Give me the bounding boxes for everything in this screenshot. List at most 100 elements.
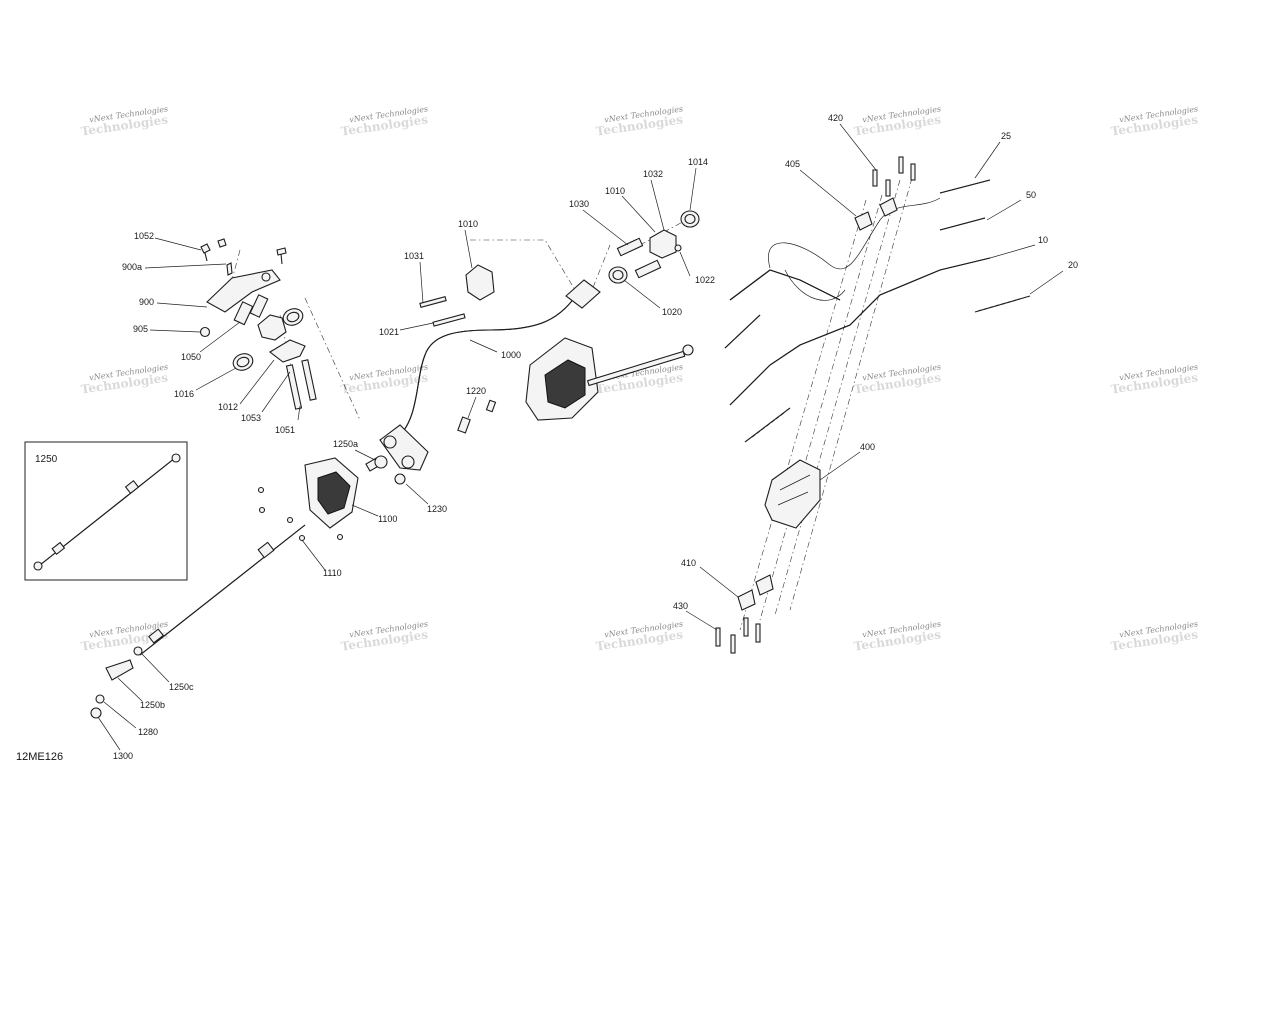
callout: 410: [681, 558, 696, 568]
nut: [261, 272, 271, 282]
screw-1110: [286, 516, 294, 524]
watermark: Technologies vNext Technologies: [340, 104, 429, 138]
inset-frame: [24, 441, 188, 581]
screw-1110: [257, 486, 265, 494]
bolt-1031: [419, 296, 447, 308]
sleeve-1050: [249, 294, 269, 318]
callout: 1220: [466, 386, 486, 396]
callout: 1014: [688, 157, 708, 167]
callout: 1022: [695, 275, 715, 285]
inset-1250: 1250: [24, 441, 188, 581]
screw: [276, 247, 287, 265]
nut-905: [199, 326, 211, 338]
callout: 1020: [662, 307, 682, 317]
watermark: Technologies vNext Technologies: [595, 619, 684, 653]
callout: 1230: [427, 504, 447, 514]
clamp-1032: [649, 229, 677, 259]
cover-1100-insert: [317, 471, 351, 515]
callout: 10: [1038, 235, 1048, 245]
bolt-430: [730, 634, 736, 654]
nut-1300: [90, 707, 102, 719]
bolt-1021: [432, 313, 466, 327]
callout: 1250c: [169, 682, 194, 692]
callout: 1012: [218, 402, 238, 412]
cable: [768, 197, 941, 270]
watermark: Technologies vNext Technologies: [80, 362, 169, 396]
callout: 1031: [404, 251, 424, 261]
watermark: Technologies vNext Technologies: [340, 619, 429, 653]
callout: 900a: [122, 262, 142, 272]
callout: 1052: [134, 231, 154, 241]
rod-boot: [257, 541, 275, 559]
clamp-410: [737, 589, 756, 611]
bolt-420: [872, 169, 878, 187]
watermark: Technologies vNext Technologies: [853, 619, 942, 653]
bolt-1052: [217, 238, 227, 248]
bolt-1051: [301, 359, 317, 401]
screw-1110: [298, 534, 306, 542]
callout: 1110: [323, 568, 342, 578]
nut-1250c: [133, 646, 143, 656]
leader-lines: [97, 123, 1064, 751]
callout: 420: [828, 113, 843, 123]
callout: 1100: [378, 514, 397, 524]
callout: 430: [673, 601, 688, 611]
callout: 1030: [569, 199, 589, 209]
steering-cover-insert: [544, 359, 586, 409]
pin-1030: [616, 237, 644, 257]
bracket-900: [206, 269, 281, 313]
inset-label: 1250: [35, 454, 58, 465]
watermark: Technologies vNext Technologies: [80, 104, 169, 138]
washer-1280: [95, 694, 105, 704]
watermark: Technologies vNext Technologies: [1110, 619, 1199, 653]
callout: 1010: [605, 186, 625, 196]
callout: 1280: [138, 727, 158, 737]
figure-code: 12ME126: [16, 751, 63, 763]
watermark: Technologies vNext Technologies: [853, 362, 942, 396]
callout: 1051: [275, 425, 295, 435]
tie-rod: [586, 350, 686, 387]
bolt-430: [743, 617, 749, 637]
clamp-405: [854, 211, 873, 231]
left-clamp-assembly: [199, 238, 361, 421]
bolt-420: [910, 163, 916, 181]
bolt-430: [755, 623, 761, 643]
callout: 1050: [181, 352, 201, 362]
bushing-1220: [457, 416, 471, 434]
pin: [226, 262, 233, 276]
bolt-420: [898, 156, 904, 174]
callout: 1053: [241, 413, 261, 423]
clamp-405: [879, 197, 898, 217]
callout: 400: [860, 442, 875, 452]
nut-1022: [674, 244, 682, 252]
bolt-430: [715, 627, 721, 647]
clamp-1010: [465, 264, 495, 301]
bolt-420: [885, 179, 891, 197]
steering-column-assembly: [90, 210, 700, 719]
callout: 1250a: [333, 439, 358, 449]
washer-1230: [394, 473, 406, 485]
callout: 1010: [458, 219, 478, 229]
clamp-410: [755, 574, 774, 596]
screw-1110: [336, 533, 344, 541]
callout: 1300: [113, 751, 133, 761]
assembly-line: [739, 177, 913, 631]
tie-rod-end-1250b: [105, 659, 134, 681]
callout: 50: [1026, 190, 1036, 200]
watermark: Technologies vNext Technologies: [1110, 104, 1199, 138]
watermark: Technologies vNext Technologies: [595, 104, 684, 138]
clamp-1012: [269, 339, 306, 363]
callout-labels: 1052 900a 900 905 1050 1016 1012 1053 10…: [113, 113, 1078, 761]
callout: 900: [139, 297, 154, 307]
bolt-1052: [200, 243, 211, 262]
watermark: Technologies vNext Technologies: [853, 104, 942, 138]
callout: 1016: [174, 389, 194, 399]
callout: 20: [1068, 260, 1078, 270]
riser-400: [764, 459, 821, 529]
callout: 25: [1001, 131, 1011, 141]
callout: 905: [133, 324, 148, 334]
callout: 1032: [643, 169, 663, 179]
tube-end: [565, 279, 601, 309]
rod-boot: [148, 628, 164, 644]
